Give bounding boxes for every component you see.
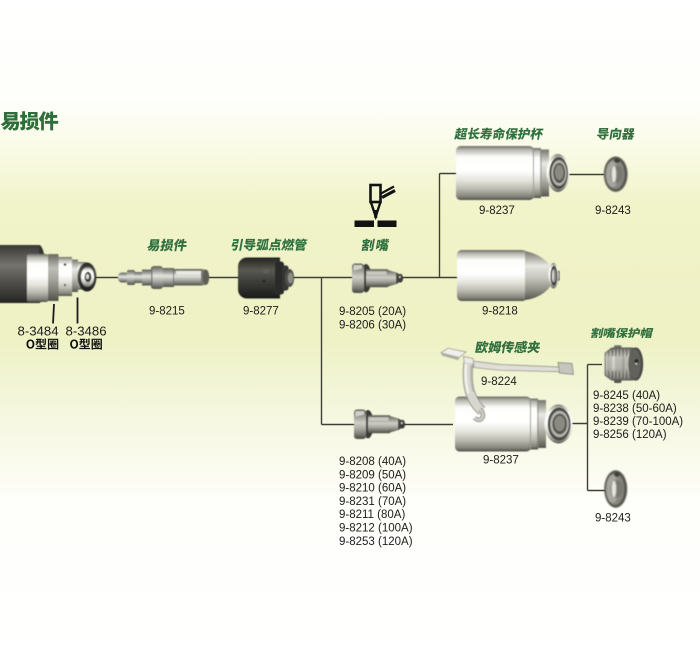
svg-text:9-8239 (70-100A): 9-8239 (70-100A) [593,416,683,428]
svg-text:9-8256 (120A): 9-8256 (120A) [593,429,667,441]
svg-text:9-8212 (100A): 9-8212 (100A) [339,523,413,535]
svg-text:9-8243: 9-8243 [595,205,631,217]
svg-text:9-8243: 9-8243 [595,513,631,525]
svg-text:9-8210 (60A): 9-8210 (60A) [339,483,406,495]
svg-text:9-8208 (40A): 9-8208 (40A) [339,456,406,468]
svg-text:9-8237: 9-8237 [479,205,515,217]
svg-text:9-8206 (30A): 9-8206 (30A) [339,320,406,332]
svg-text:9-8205 (20A): 9-8205 (20A) [339,306,406,318]
svg-text:9-8218: 9-8218 [482,306,518,318]
svg-text:9-8238 (50-60A): 9-8238 (50-60A) [593,403,677,415]
svg-text:9-8224: 9-8224 [481,376,517,388]
svg-text:9-8245 (40A): 9-8245 (40A) [593,390,660,402]
svg-text:9-8231 (70A): 9-8231 (70A) [339,496,406,508]
svg-text:8-3484: 8-3484 [18,324,59,339]
svg-text:9-8211 (80A): 9-8211 (80A) [339,509,405,521]
svg-text:9-8215: 9-8215 [149,306,185,318]
svg-text:9-8277: 9-8277 [243,306,279,318]
svg-text:9-8209 (50A): 9-8209 (50A) [339,469,406,481]
svg-text:9-8253 (120A): 9-8253 (120A) [339,536,413,548]
svg-text:9-8237: 9-8237 [483,455,519,467]
svg-text:8-3486: 8-3486 [66,324,107,339]
